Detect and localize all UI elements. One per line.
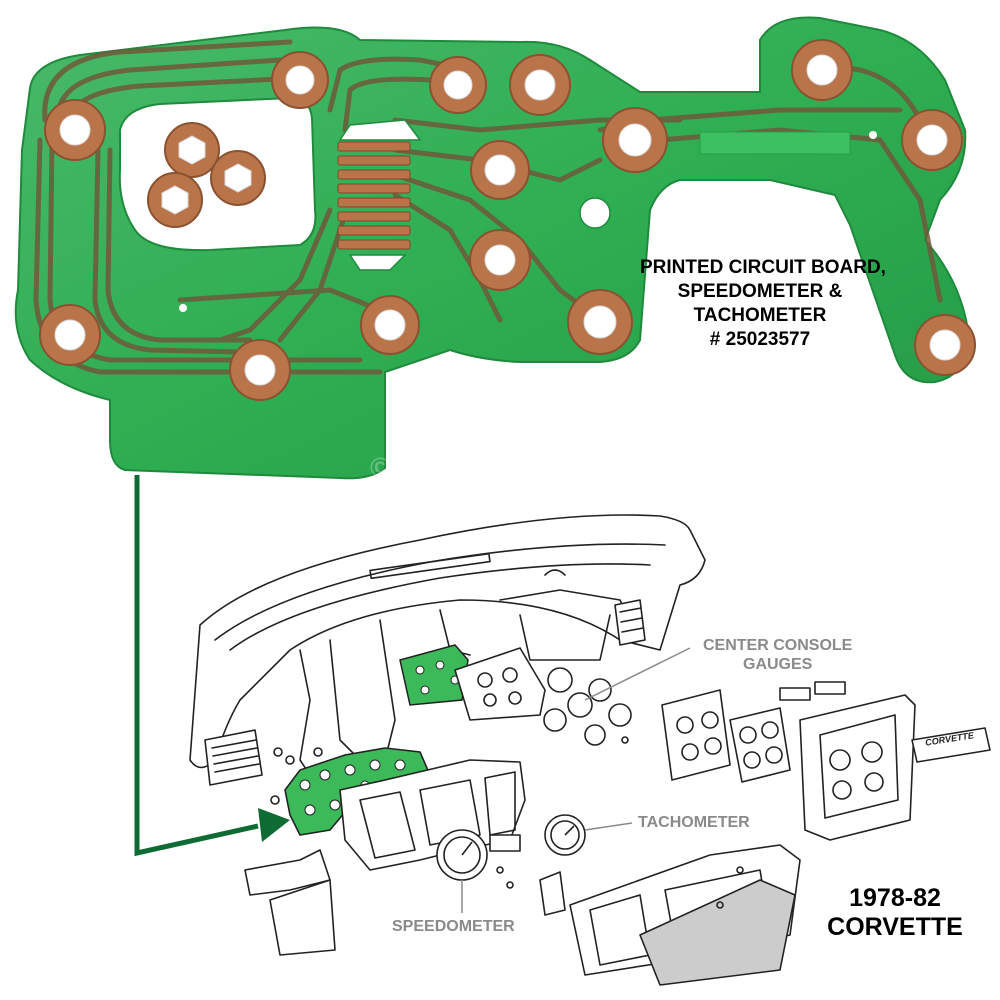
copper-traces [33, 39, 943, 375]
dashboard-exploded-view [189, 514, 991, 986]
callout-speedometer: SPEEDOMETER [392, 918, 515, 935]
part-title: PRINTED CIRCUIT BOARD, SPEEDOMETER & TAC… [640, 256, 886, 352]
part-number: # 25023577 [709, 329, 811, 350]
console-front-panel [799, 694, 916, 841]
callout-center-console-line1: CENTER CONSOLE [703, 637, 853, 654]
circuit-board [14, 16, 976, 480]
part-title-line1: PRINTED CIRCUIT BOARD, [640, 257, 886, 278]
callout-center-console-line2: GAUGES [743, 656, 813, 673]
center-console-housing [454, 647, 546, 721]
dash-pad [189, 514, 706, 769]
callout-center-console: CENTER CONSOLE GAUGES [703, 636, 852, 674]
copper-pads [39, 39, 976, 401]
watermark: © Lectric Limited [370, 452, 598, 483]
model-name: CORVETTE [827, 913, 963, 941]
model-years: 1978-82 [849, 884, 941, 912]
part-title-line2: SPEEDOMETER & [677, 281, 843, 302]
part-title-line3: TACHOMETER [693, 305, 827, 326]
model-label: 1978-82 CORVETTE [800, 884, 990, 942]
callout-tachometer: TACHOMETER [638, 814, 750, 831]
lens-panel [639, 879, 796, 986]
corvette-badge [911, 727, 991, 763]
connector-fingers [337, 141, 411, 250]
